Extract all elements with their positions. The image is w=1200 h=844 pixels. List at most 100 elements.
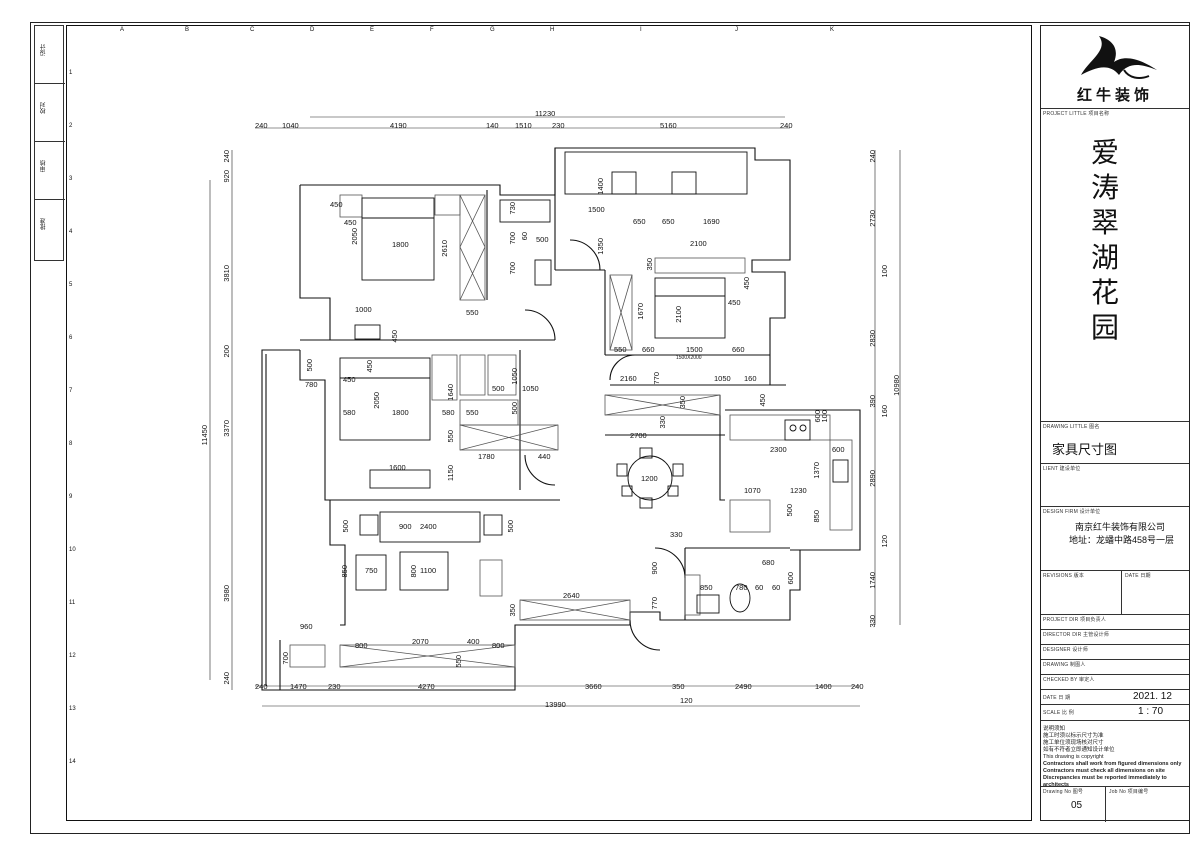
grid-number: 1	[69, 70, 73, 76]
dim-label: 500	[341, 520, 350, 533]
dim-label: 2640	[563, 591, 580, 600]
cabinet	[459, 354, 486, 396]
grid-number: 11	[69, 600, 76, 606]
note-line: Discrepancies must be reported immediate…	[1043, 775, 1167, 788]
grid-number: 14	[69, 759, 76, 765]
dim-label: 2100	[690, 239, 707, 248]
dim-label: 1000	[355, 305, 372, 314]
note-line: Contractors shall work from figured dime…	[1043, 761, 1182, 767]
cabinet	[487, 354, 517, 396]
side-table	[483, 514, 503, 536]
dim-label: 3660	[585, 682, 602, 691]
grid-number: 7	[69, 388, 73, 394]
dim-label: 2300	[770, 445, 787, 454]
cabinet-c	[654, 257, 746, 274]
dim-label: 2890	[868, 470, 877, 487]
dim-label: 1690	[703, 217, 720, 226]
dim-label: 1510	[515, 121, 532, 130]
dim-label: 1230	[790, 486, 807, 495]
left-strip-cell: 审核	[35, 142, 65, 200]
dim-label: 660	[732, 345, 745, 354]
dim-label: 240	[222, 150, 231, 163]
grid-number: 12	[69, 653, 76, 659]
side-table	[359, 514, 379, 536]
drawing-no-label: Drawing No 图号	[1043, 789, 1084, 795]
scale-value: 1 : 70	[1138, 706, 1164, 717]
nightstand	[339, 194, 363, 218]
dining-chair	[667, 485, 679, 497]
note-line: 如有不符者立即通知设计单位	[1043, 747, 1115, 753]
grid-letter: I	[640, 27, 642, 33]
dim-label: 500	[305, 359, 314, 372]
row-divider	[1041, 108, 1189, 109]
dim-label: 550	[614, 345, 627, 354]
dim-label: 240	[851, 682, 864, 691]
dim-label: 500	[536, 235, 549, 244]
study-chair	[611, 171, 637, 195]
dim-label: 1500	[686, 345, 703, 354]
dim-label: 1100	[420, 566, 437, 575]
dim-label: 650	[633, 217, 646, 226]
grid-letter: A	[120, 27, 125, 33]
nightstand	[434, 194, 461, 216]
dim-label: 450	[365, 360, 374, 373]
design-firm-name: 南京红牛装饰有限公司	[1075, 522, 1166, 532]
grid-letter: G	[490, 27, 495, 33]
drawing-no: 05	[1071, 800, 1083, 811]
dining-chair	[672, 463, 684, 477]
door-swing	[609, 354, 636, 381]
door-swing	[654, 547, 686, 579]
dim-label: 600	[786, 572, 795, 585]
wardrobe-c	[609, 274, 633, 351]
grid-number: 8	[69, 441, 73, 447]
dim-label: 160	[880, 405, 889, 418]
row-divider	[1041, 570, 1189, 571]
row-divider	[1041, 506, 1189, 507]
dim-label: 120	[680, 696, 693, 705]
dim-label: 750	[365, 566, 378, 575]
note-line: Contractors must check all dimensions on…	[1043, 768, 1165, 774]
dim-label: 800	[409, 565, 418, 578]
dim-label: 1470	[290, 682, 307, 691]
dim-label: 2050	[350, 228, 359, 245]
dim-label: 770	[652, 372, 661, 385]
kitchen-fridge	[729, 499, 771, 533]
dim-label: 700	[281, 652, 290, 665]
grid-letter: F	[430, 27, 434, 33]
dim-label: 850	[340, 565, 349, 578]
kitchen-counter	[729, 414, 831, 441]
dim-label: 3370	[222, 420, 231, 437]
dim-label: 780	[735, 583, 748, 592]
row-divider	[1041, 421, 1189, 422]
dim-left-total: 11450	[200, 425, 209, 446]
dim-label: 1050	[522, 384, 539, 393]
dining-table	[627, 455, 673, 501]
dim-label: 2830	[868, 330, 877, 347]
dim-label: 450	[344, 218, 357, 227]
design-firm-address: 地址：龙蟠中路458号一层	[1069, 535, 1175, 545]
dim-label: 450	[343, 375, 356, 384]
grid-letter: D	[310, 27, 315, 33]
dim-label: 230	[552, 121, 565, 130]
dining-chair	[639, 497, 653, 509]
row-divider	[1041, 786, 1189, 787]
bed-b	[339, 357, 431, 441]
dim-label: 500	[785, 504, 794, 517]
column-divider	[1121, 570, 1122, 614]
date-value: 2021. 12	[1133, 691, 1172, 702]
sofa	[379, 511, 481, 543]
door-swing	[524, 309, 556, 341]
checked-label: CHECKED BY 审定人	[1043, 677, 1095, 683]
dim-label: 350	[508, 604, 517, 617]
grid-letter: C	[250, 27, 255, 33]
dim-label: 2050	[372, 392, 381, 409]
dim-label: 200	[222, 345, 231, 358]
dim-label: 1040	[282, 121, 299, 130]
row-divider	[1041, 674, 1189, 675]
dim-label: 650	[662, 217, 675, 226]
dimension-lines	[209, 116, 901, 707]
dim-label: 800	[492, 641, 505, 650]
row-divider	[1041, 463, 1189, 464]
grid-number: 6	[69, 335, 73, 341]
dim-label: 1780	[478, 452, 495, 461]
